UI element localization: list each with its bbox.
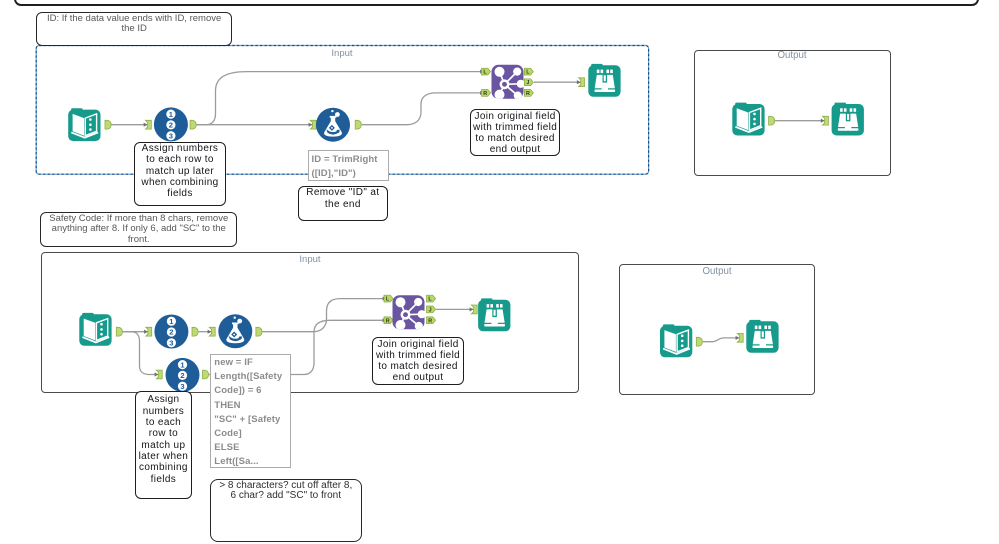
svg-text:J: J [429, 307, 432, 313]
svg-text:L: L [428, 297, 432, 303]
svg-text:L: L [526, 70, 530, 76]
svg-text:R: R [386, 318, 390, 324]
svg-text:R: R [526, 91, 530, 97]
svg-text:R: R [483, 91, 487, 97]
svg-text:L: L [386, 297, 390, 303]
svg-text:J: J [526, 80, 529, 86]
svg-text:L: L [483, 70, 487, 76]
svg-text:R: R [428, 318, 432, 324]
